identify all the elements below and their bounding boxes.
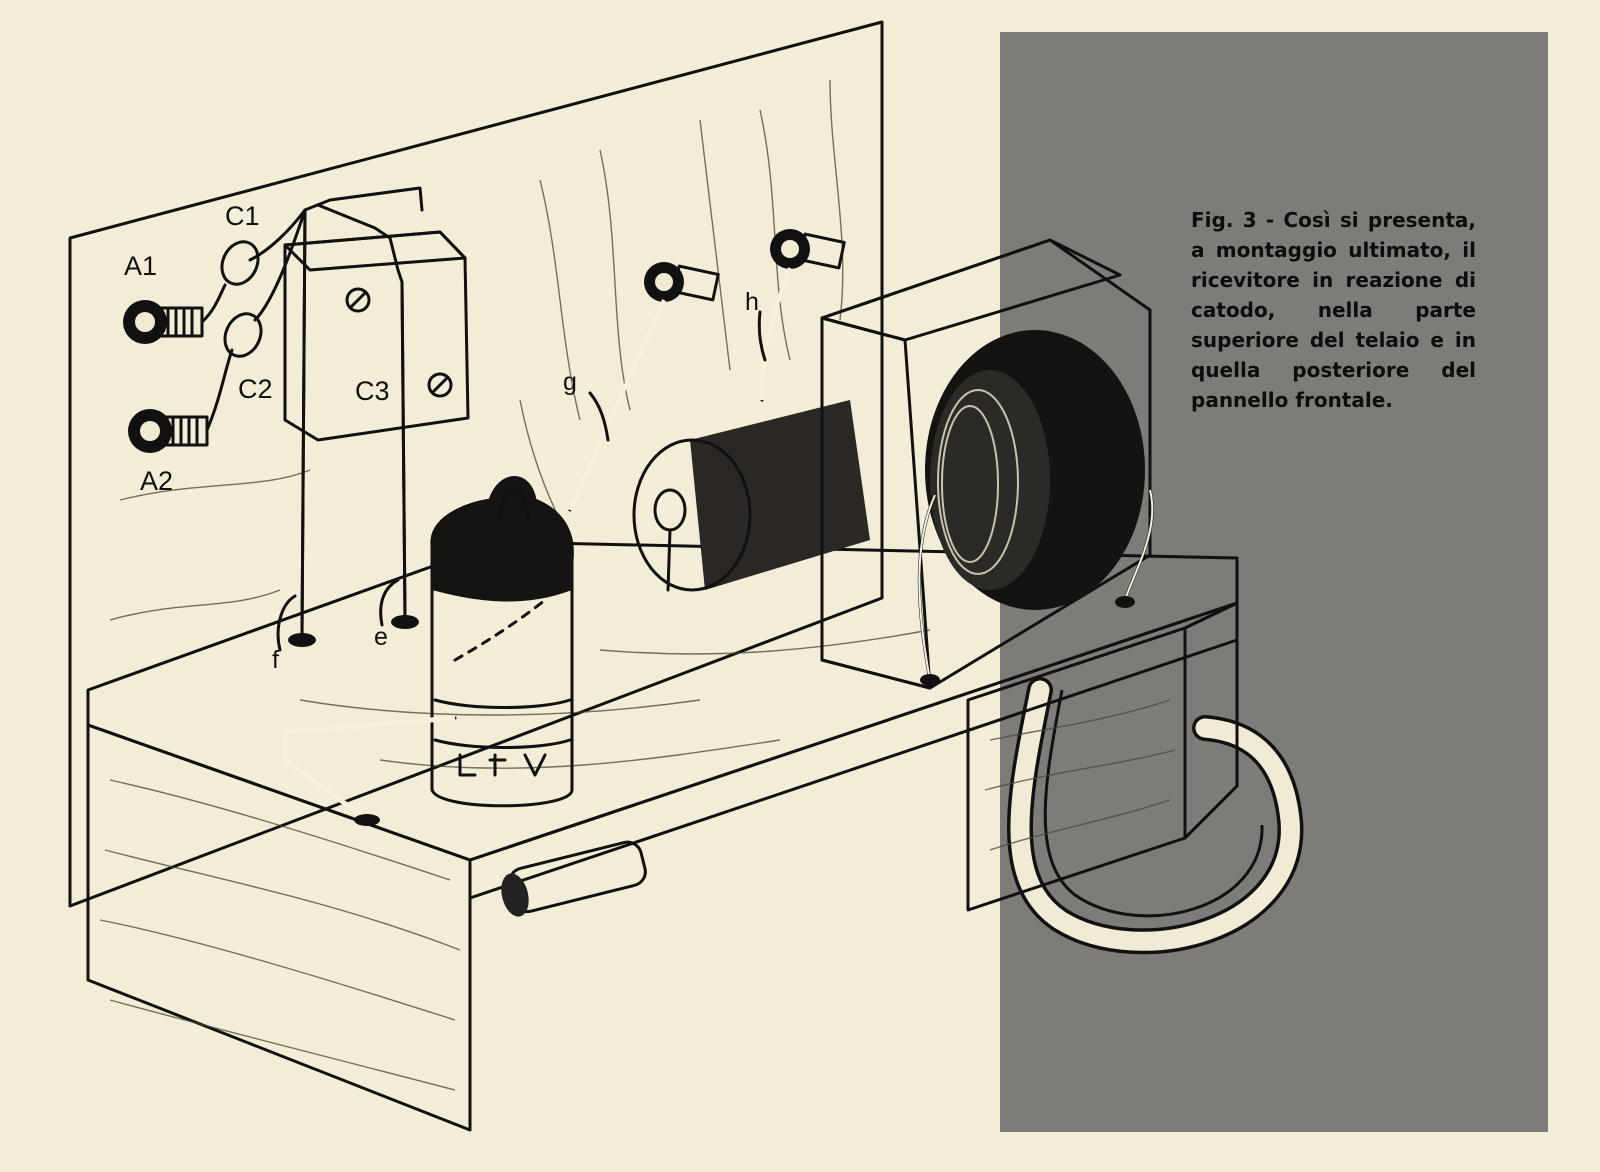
antenna-wiring [200,208,307,432]
label-c2: C2 [238,374,273,404]
label-f: f [272,646,279,674]
rear-binding-post-left [644,262,720,302]
label-h: h [745,288,759,316]
label-a1: A1 [124,251,157,281]
capacitor-c3-box [283,230,470,442]
c3-top-bracket [303,186,424,284]
figure-caption: Fig. 3 - Così si presenta, a montaggio u… [1191,208,1476,412]
under-base-capacitor [501,840,647,917]
capacitor-c1 [220,240,260,286]
cylinder-component [632,400,870,592]
capacitor-c2 [223,312,263,358]
label-g: g [563,368,577,396]
rear-binding-post-right [770,229,846,270]
binding-post-a2 [128,409,209,453]
chassis-right-leg [966,601,1239,912]
label-a2: A2 [140,466,173,496]
label-c3: C3 [355,376,390,406]
label-c1: C1 [225,201,260,231]
label-e: e [374,623,388,651]
binding-post-a1 [123,300,204,344]
coil-transformer [820,238,1154,690]
wire-h [760,266,792,402]
vacuum-tube [430,476,574,808]
